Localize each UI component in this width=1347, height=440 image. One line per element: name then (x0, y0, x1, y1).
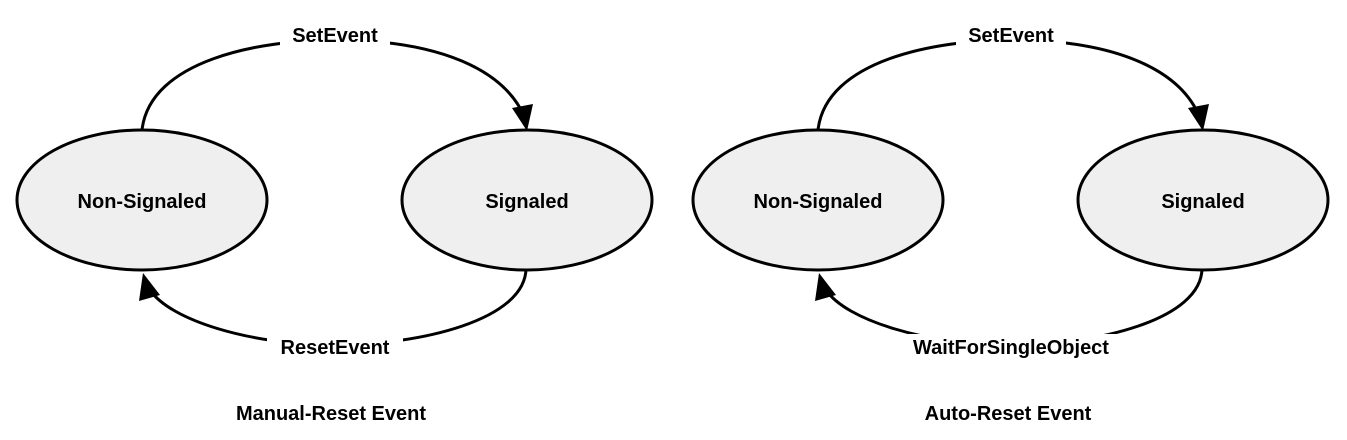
auto-non-signaled-state (691, 128, 945, 272)
manual-resetevent-label-bg (267, 334, 403, 360)
auto-reset-diagram: Non-Signaled Signaled SetEvent WaitForSi… (691, 22, 1330, 425)
auto-waitforsingleobject-label-bg (888, 334, 1134, 360)
auto-waitforsingleobject-arrowhead (815, 273, 836, 301)
auto-non-signaled-label: Non-Signaled (754, 191, 883, 213)
auto-settevent-edge (816, 38, 1202, 131)
manual-reset-diagram: Non-Signaled Signaled SetEvent ResetEven… (15, 22, 654, 425)
manual-resetevent-arrowhead (139, 273, 160, 301)
auto-signaled-state (1076, 128, 1330, 272)
auto-waitforsingleobject-label: WaitForSingleObject (913, 337, 1109, 359)
manual-non-signaled-label: Non-Signaled (78, 191, 207, 213)
manual-resetevent-edge (148, 267, 528, 347)
manual-settevent-label: SetEvent (292, 25, 378, 47)
manual-resetevent-label: ResetEvent (281, 337, 390, 359)
manual-settevent-label-bg (280, 22, 390, 48)
manual-reset-caption: Manual-Reset Event (236, 403, 426, 425)
auto-signaled-label: Signaled (1161, 191, 1244, 213)
auto-settevent-label-bg (956, 22, 1066, 48)
auto-settevent-label: SetEvent (968, 25, 1054, 47)
manual-non-signaled-state (15, 128, 269, 272)
manual-signaled-label: Signaled (485, 191, 568, 213)
manual-settevent-arrowhead (512, 104, 533, 131)
auto-reset-caption: Auto-Reset Event (925, 403, 1092, 425)
auto-waitforsingleobject-edge (824, 267, 1204, 347)
manual-signaled-state (400, 128, 654, 272)
manual-settevent-edge (140, 38, 527, 131)
auto-settevent-arrowhead (1188, 104, 1209, 131)
